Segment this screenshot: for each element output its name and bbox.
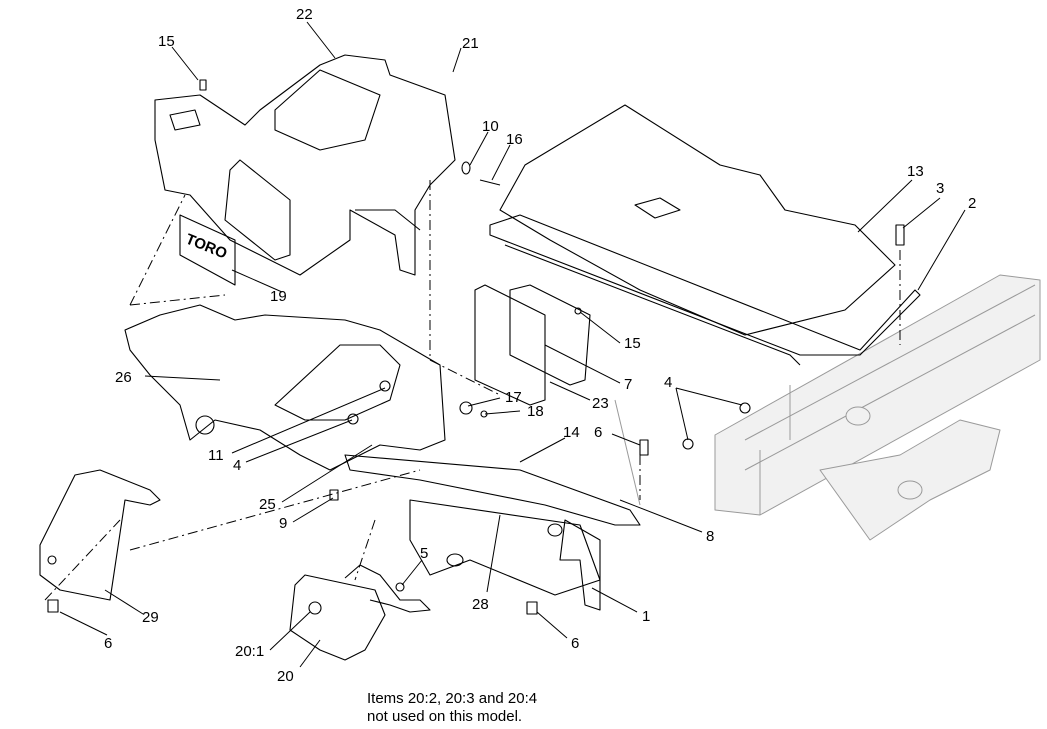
callout-4-left: 4 (233, 457, 241, 474)
toro-decal-19: TORO (179, 214, 236, 286)
decal-text: TORO (183, 231, 230, 263)
callout-22: 22 (296, 6, 313, 23)
callout-18: 18 (527, 403, 544, 420)
hardware (47, 79, 905, 615)
callout-15-top: 15 (158, 33, 175, 50)
callout-29: 29 (142, 609, 159, 626)
callout-13: 13 (907, 163, 924, 180)
callout-9: 9 (279, 515, 287, 532)
callout-15-mid: 15 (624, 335, 641, 352)
callout-16: 16 (506, 131, 523, 148)
callout-20: 20 (277, 668, 294, 685)
callout-5: 5 (420, 545, 428, 562)
callout-14: 14 (563, 424, 580, 441)
hood-22 (154, 54, 456, 276)
shield-29 (39, 469, 161, 601)
callout-3: 3 (936, 180, 944, 197)
callout-7: 7 (624, 376, 632, 393)
headlight-20 (289, 564, 431, 661)
callout-6-mid: 6 (594, 424, 602, 441)
floor-panel-13 (489, 104, 921, 366)
callout-26: 26 (115, 369, 132, 386)
footnote-line-1: Items 20:2, 20:3 and 20:4 (367, 690, 538, 707)
bracket-7-23 (474, 284, 591, 406)
callout-20-1: 20:1 (235, 643, 264, 660)
callout-21: 21 (462, 35, 479, 52)
callout-4-right: 4 (664, 374, 672, 391)
callout-1: 1 (642, 608, 650, 625)
callout-8: 8 (706, 528, 714, 545)
callout-19: 19 (270, 288, 287, 305)
callout-6-right: 6 (571, 635, 579, 652)
footnote: Items 20:2, 20:3 and 20:4 not used on th… (367, 690, 537, 726)
callout-6-left: 6 (104, 635, 112, 652)
callout-17: 17 (505, 389, 522, 406)
alignment-lines (44, 180, 901, 601)
callout-25: 25 (259, 496, 276, 513)
callout-labels: 22 21 15 10 16 13 3 2 15 7 23 17 18 14 6… (104, 6, 976, 685)
callout-28: 28 (472, 596, 489, 613)
callout-11: 11 (208, 447, 224, 464)
callout-10: 10 (482, 118, 499, 135)
callout-23: 23 (592, 395, 609, 412)
front-frame-14 (124, 304, 641, 611)
footnote-line-2: not used on this model. (367, 708, 523, 725)
frame-ghost (614, 274, 1041, 541)
callout-2: 2 (968, 195, 976, 212)
leader-lines (59, 21, 966, 668)
